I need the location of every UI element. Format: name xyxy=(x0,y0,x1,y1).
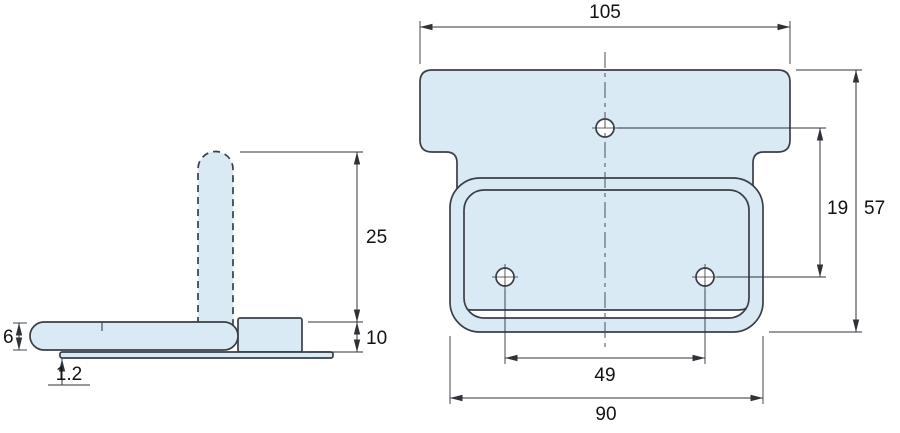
dim-49-label: 49 xyxy=(594,365,615,386)
dim-19: 19 xyxy=(617,127,848,278)
dim-57-label: 57 xyxy=(864,198,885,219)
dim-1-2: 1.2 xyxy=(48,359,90,386)
mount-block xyxy=(237,317,303,353)
dimensions: 105 57 19 49 90 xyxy=(3,2,885,425)
dim-25: 25 xyxy=(240,151,387,323)
dim-19-label: 19 xyxy=(827,198,848,219)
dim-1-2-label: 1.2 xyxy=(56,364,82,385)
side-view xyxy=(29,150,334,359)
front-view xyxy=(419,52,791,352)
base-plate-strip xyxy=(59,351,334,359)
dim-10-label: 10 xyxy=(366,328,387,349)
dim-6: 6 xyxy=(3,322,27,351)
dim-10: 10 xyxy=(308,322,387,353)
dim-105-label: 105 xyxy=(589,2,621,23)
dim-25-label: 25 xyxy=(366,227,387,248)
dim-6-label: 6 xyxy=(3,327,14,348)
dim-90-label: 90 xyxy=(595,404,616,425)
dim-105: 105 xyxy=(419,2,791,64)
handle-up-phantom xyxy=(197,150,234,337)
dim-57: 57 xyxy=(769,69,885,333)
dim-90: 90 xyxy=(449,336,764,425)
handle-folded-bar xyxy=(29,321,239,351)
front-handle xyxy=(449,177,764,333)
dim-49: 49 xyxy=(504,290,706,386)
